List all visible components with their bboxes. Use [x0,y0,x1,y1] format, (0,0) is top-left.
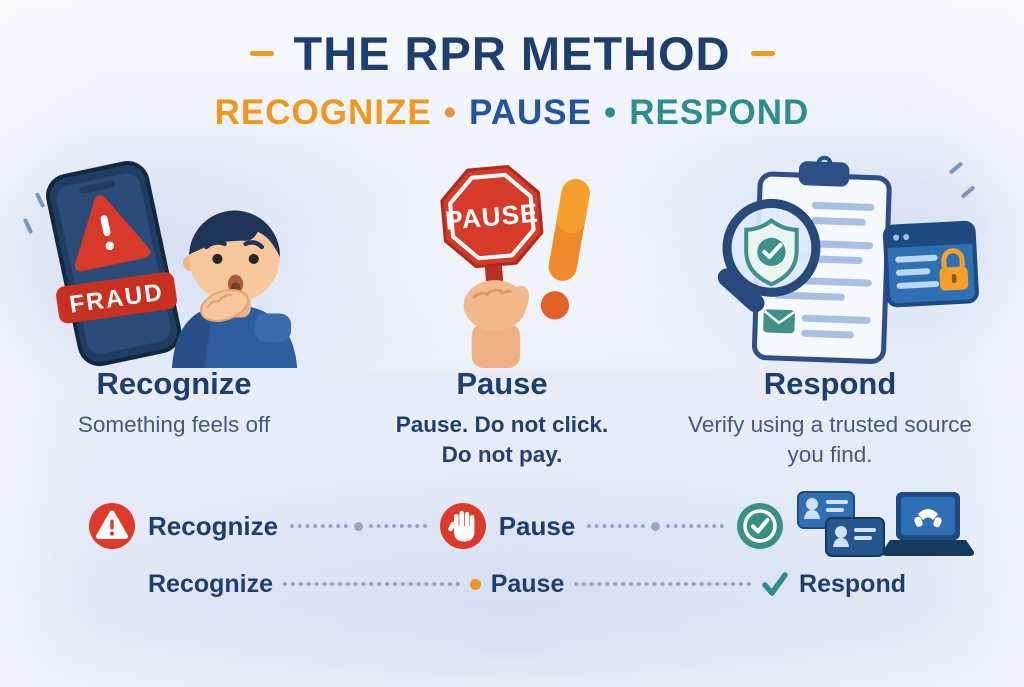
poster-subtitle: RECOGNIZE • PAUSE • RESPOND [0,93,1024,133]
flow2-recognize-label: Recognize [148,569,274,598]
step-recognize: Recognize Something feels off [10,366,338,471]
subtitle-respond: RESPOND [629,93,810,132]
id-cards-laptop-icon [797,491,975,557]
pause-sign-hand-icon: PAUSE [440,165,590,368]
dotted-connector [587,521,725,531]
title-accent-left [249,51,274,56]
flow2-pause-label: Pause [490,569,565,598]
step-respond-description-line1: Verify using a trusted source [688,412,972,437]
flow-row-badges: Recognize Pause [88,491,975,557]
step-respond-heading: Respond [763,366,897,401]
step-pause: Pause Pause. Do not click. Do not pay. [338,366,666,471]
step-respond: Respond Verify using a trusted source yo… [666,366,994,471]
step-recognize-heading: Recognize [96,366,252,401]
step-respond-description-line2: you find. [787,442,873,468]
header: THE RPR METHOD [0,26,1024,81]
subtitle-separator: • [603,93,618,132]
flow-row-text: Recognize Pause Respond [148,564,906,604]
secure-browser-icon [882,220,979,308]
respond-illustration [666,150,994,368]
title-accent-right [750,51,775,56]
step-pause-description-line1: Pause. Do not click. [338,410,666,440]
subtitle-pause: PAUSE [468,93,592,132]
dotted-connector [283,582,460,586]
illustration-row: FRAUD [10,150,994,368]
verify-clipboard-icon [717,155,979,364]
laptop-icon [881,492,975,556]
hand-badge-icon [439,503,486,549]
dotted-connector [290,521,427,531]
lock-icon [941,248,965,268]
step-pause-description-line2: Do not pay. [441,442,563,468]
subtitle-separator: • [443,93,457,132]
flow1-pause-label: Pause [498,510,576,541]
steps-row: Recognize Something feels off Pause Paus… [10,366,994,471]
fraud-phone-man-icon: FRAUD [46,161,298,368]
orange-dot [469,578,481,590]
magnifier-handle [717,268,765,313]
warning-badge-icon [89,503,135,549]
step-pause-rest: Do not click. [474,412,609,437]
subtitle-recognize: RECOGNIZE [214,93,432,132]
pause-illustration: PAUSE [338,150,666,368]
flow2-respond-label: Respond [799,569,906,598]
step-recognize-description: Something feels off [77,412,271,437]
check-badge-icon [737,503,784,549]
flow1-recognize-label: Recognize [148,510,279,541]
id-card-icon [825,517,886,557]
poster-title: THE RPR METHOD [293,27,731,80]
step-pause-lead: Pause. [395,412,469,437]
step-pause-heading: Pause [456,366,548,401]
teal-check-icon [762,572,788,596]
dotted-connector [574,582,752,586]
recognize-illustration: FRAUD [10,150,338,368]
